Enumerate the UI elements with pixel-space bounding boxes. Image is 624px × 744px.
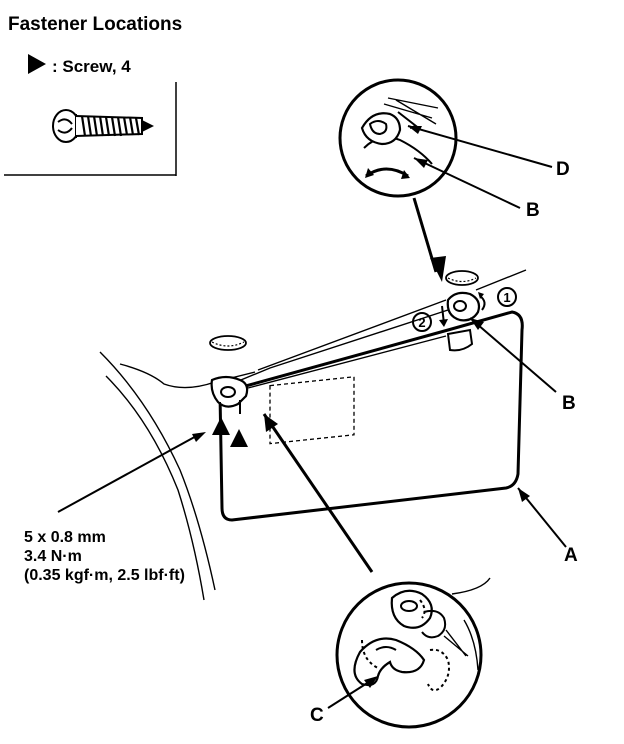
sun-visor-a	[218, 310, 524, 522]
step-2-badge: 2	[412, 312, 432, 332]
spec-torque-alt: (0.35 kgf·m, 2.5 lbf·ft)	[24, 567, 185, 584]
detail-circle-top	[338, 78, 458, 198]
screw-icon	[52, 109, 154, 143]
step-1-number: 1	[503, 290, 510, 305]
leader-screw	[57, 433, 201, 513]
spec-torque-nm: 3.4 N·m	[24, 548, 82, 565]
detail-circle-bottom	[335, 577, 491, 729]
callout-a: A	[564, 545, 578, 566]
step-2-number: 2	[418, 315, 425, 330]
screw-location-marker-2	[230, 429, 248, 447]
arrow-up-icon	[264, 414, 278, 432]
step-1-badge: 1	[497, 287, 517, 307]
arrow-down-icon	[430, 256, 446, 282]
detail-pointer-bottom	[262, 413, 374, 573]
visor-hinge-bracket	[210, 375, 249, 447]
visor-clip	[439, 270, 486, 327]
callout-b-top: B	[526, 200, 540, 221]
spec-size: 5 x 0.8 mm	[24, 529, 106, 546]
leader-lines	[57, 125, 567, 709]
visor-tab	[446, 328, 474, 352]
callout-d: D	[556, 159, 570, 180]
screw-location-marker-1	[212, 417, 230, 435]
legend-screw-text: : Screw, 4	[52, 57, 131, 76]
leader-d	[407, 125, 553, 168]
bracket-cover	[209, 335, 247, 351]
triangle-marker-icon	[28, 54, 46, 74]
leader-b-mid	[469, 317, 557, 393]
callout-b-mid: B	[562, 393, 576, 414]
vanity-mirror	[269, 376, 355, 445]
arrowheads	[192, 126, 530, 688]
diagram-title: Fastener Locations	[8, 14, 182, 35]
callout-c: C	[310, 705, 324, 726]
vehicle-body-outline	[99, 269, 527, 601]
leader-b-top	[413, 157, 521, 209]
leader-c	[327, 679, 373, 709]
